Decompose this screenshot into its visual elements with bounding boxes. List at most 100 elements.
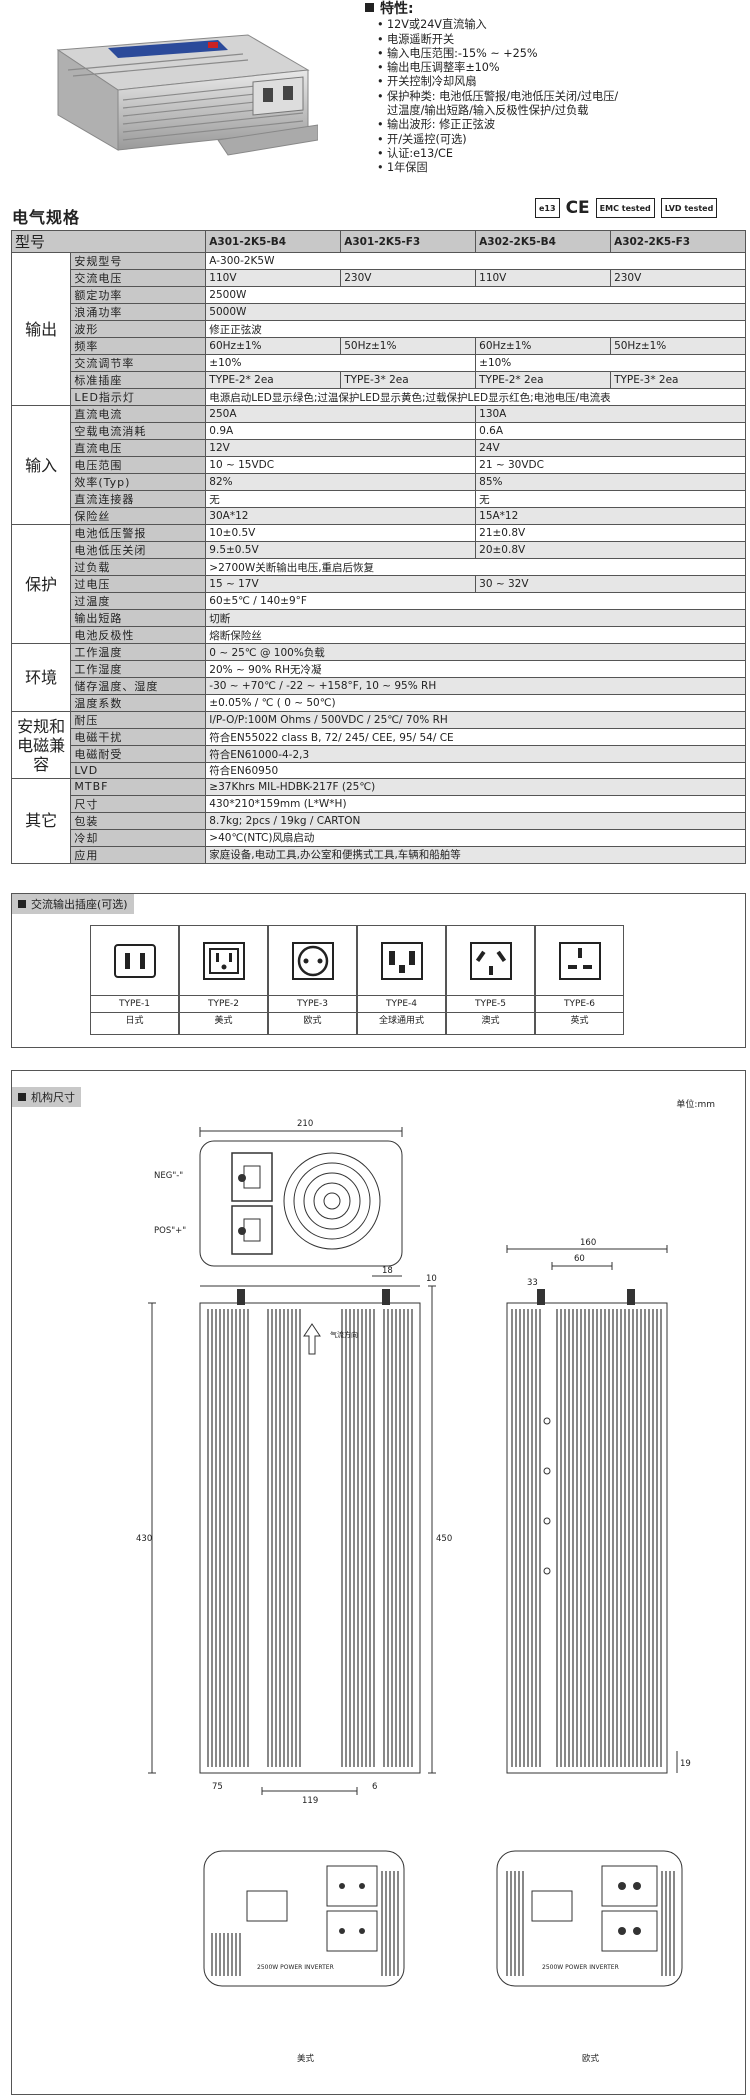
- feature-item: 开/关遥控(可选): [377, 133, 750, 148]
- spec-value: TYPE-2* 2ea: [205, 371, 342, 389]
- spec-category: 其它: [10, 778, 72, 864]
- spec-label: 电压范围: [70, 456, 207, 474]
- spec-label: 过温度: [70, 592, 207, 610]
- spec-label: LED指示灯: [70, 388, 207, 406]
- spec-label: 输出短路: [70, 609, 207, 627]
- side-view-main: [199, 1302, 421, 1774]
- caption-eu: 欧式: [582, 2053, 600, 2064]
- spec-value: 符合EN60950: [205, 761, 746, 780]
- feature-item: 过温度/输出短路/输入反极性保护/过负载: [387, 104, 589, 118]
- neg-label: NEG"-": [154, 1171, 183, 1181]
- dim-10: 10: [426, 1274, 437, 1284]
- spec-value: 12V: [205, 439, 477, 457]
- spec-category: 输入: [10, 405, 72, 525]
- spec-row: 应用家庭设备,电动工具,办公室和便携式工具,车辆和船舶等: [12, 845, 746, 864]
- spec-category: 保护: [10, 524, 72, 644]
- features-title: 特性:: [365, 2, 750, 16]
- spec-label: 频率: [70, 337, 207, 355]
- spec-value: 修正正弦波: [205, 320, 746, 338]
- spec-row: 储存温度、湿度-30 ~ +70℃ / -22 ~ +158°F, 10 ~ 9…: [12, 677, 746, 695]
- dim-160: 160: [580, 1238, 596, 1248]
- spec-value: 0.9A: [205, 422, 477, 440]
- spec-label: LVD: [70, 761, 207, 780]
- spec-value: 切断: [205, 609, 746, 627]
- side-view-right: [506, 1302, 668, 1774]
- spec-label: 直流连接器: [70, 490, 207, 508]
- spec-value: 符合EN55022 class B, 72/ 245/ CEE, 95/ 54/…: [205, 728, 746, 746]
- socket-type: TYPE-3: [269, 996, 356, 1013]
- dim-210: 210: [297, 1119, 313, 1129]
- spec-label: 直流电压: [70, 439, 207, 457]
- feature-item: 电源遥断开关: [377, 33, 750, 48]
- dim-430: 430: [136, 1534, 152, 1544]
- feature-item: 认证:e13/CE: [377, 147, 750, 162]
- dim-119: 119: [302, 1796, 318, 1806]
- type3-socket-icon: [269, 926, 356, 996]
- spec-label: 冷却: [70, 828, 207, 847]
- socket-name: 英式: [570, 1016, 589, 1026]
- socket-type: TYPE-6: [536, 996, 623, 1013]
- spec-value: 30 ~ 32V: [475, 575, 746, 593]
- pos-label: POS"+": [154, 1226, 186, 1236]
- spec-value: 电源启动LED显示绿色;过温保护LED显示黄色;过载保护LED显示红色;电池电压…: [205, 388, 746, 406]
- spec-value: 无: [475, 490, 746, 508]
- spec-value: >40℃(NTC)风扇启动: [205, 828, 746, 847]
- spec-value: 9.5±0.5V: [205, 541, 477, 559]
- socket-type: TYPE-1: [91, 996, 178, 1013]
- spec-category: 输出: [10, 252, 72, 406]
- spec-label: 效率(Typ): [70, 473, 207, 491]
- feature-item: 输出波形: 修正正弦波: [377, 118, 750, 133]
- spec-value: 30A*12: [205, 507, 477, 525]
- spec-header-cell: A301-2K5-F3: [340, 230, 477, 253]
- spec-row: 过负载>2700W关断输出电压,重启后恢复: [12, 558, 746, 576]
- socket-name: 美式: [214, 1016, 233, 1026]
- spec-value: 85%: [475, 473, 746, 491]
- spec-value: 60±5℃ / 140±9°F: [205, 592, 746, 610]
- spec-label: 工作湿度: [70, 660, 207, 678]
- spec-value: 家庭设备,电动工具,办公室和便携式工具,车辆和船舶等: [205, 845, 746, 864]
- spec-value: 10 ~ 15VDC: [205, 456, 477, 474]
- spec-row: 效率(Typ)82%85%: [12, 473, 746, 491]
- spec-row: 直流连接器无无: [12, 490, 746, 508]
- spec-value: 60Hz±1%: [205, 337, 342, 355]
- mechanical-drawing: 210 NEG"-" POS"+" 430 450 18 10 119 160 …: [136, 1119, 691, 2064]
- drawing-title: 机构尺寸: [12, 1087, 81, 1107]
- dim-19: 19: [680, 1759, 691, 1769]
- spec-category: 安规和电磁兼容: [10, 710, 72, 780]
- spec-label: 尺寸: [70, 794, 207, 813]
- dim-450: 450: [436, 1534, 452, 1544]
- socket-type: TYPE-5: [447, 996, 534, 1013]
- features-list: 12V或24V直流输入电源遥断开关输入电压范围:-15% ~ +25%输出电压调…: [365, 18, 750, 176]
- spec-row: LED指示灯电源启动LED显示绿色;过温保护LED显示黄色;过载保护LED显示红…: [12, 388, 746, 406]
- airflow-label: 气流方向: [330, 1330, 358, 1339]
- e13-logo: e13: [535, 198, 560, 218]
- spec-header-cell: 型号: [10, 230, 207, 253]
- spec-label: 耐压: [70, 711, 207, 729]
- spec-value: 无: [205, 490, 477, 508]
- spec-label: 过负载: [70, 558, 207, 576]
- spec-value: 250A: [205, 405, 477, 423]
- spec-value: >2700W关断输出电压,重启后恢复: [205, 558, 746, 576]
- socket-section: 交流输出插座(可选): [11, 893, 746, 1048]
- front-view-eu: [496, 1850, 683, 1987]
- spec-value: 0 ~ 25℃ @ 100%负载: [205, 643, 746, 661]
- drawing-section: 机构尺寸 单位:mm: [11, 1070, 746, 2095]
- caption-us: 美式: [297, 2053, 315, 2064]
- spec-value: TYPE-3* 2ea: [340, 371, 477, 389]
- dim-18: 18: [382, 1266, 393, 1276]
- spec-label: 安规型号: [70, 252, 207, 270]
- type1-socket-icon: [91, 926, 178, 996]
